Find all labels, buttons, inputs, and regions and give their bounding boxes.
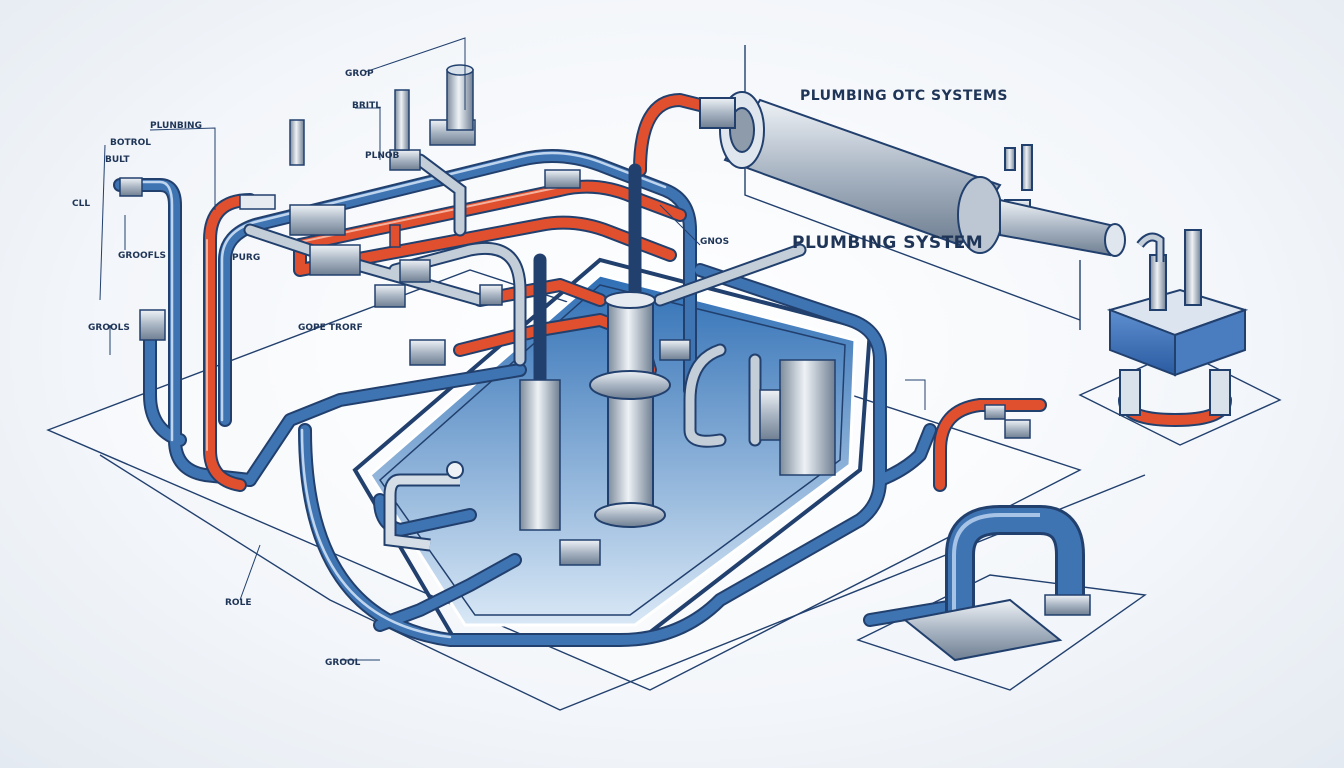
label-12: PLNOB [365, 151, 400, 161]
label-7: PURG [232, 253, 260, 263]
label-5: BRITL [352, 101, 381, 111]
diagram-title: PLUMBING SYSTEM [792, 233, 983, 253]
label-10: ROLE [225, 598, 251, 608]
label-4: BULT [105, 155, 130, 165]
label-6: GROOFLS [118, 251, 166, 261]
label-0: GROP [345, 69, 374, 79]
pump-unit [1106, 229, 1249, 416]
standpipe-top [446, 64, 474, 131]
label-13: GNOS [700, 237, 729, 247]
label-9: GROOLS [88, 323, 130, 333]
tank-u-pipe [383, 461, 464, 552]
blue-pipes [113, 149, 967, 647]
diagram-subtitle: PLUMBING OTC SYSTEMS [800, 88, 1008, 104]
label-3: CLL [72, 199, 90, 209]
arch-fixture [902, 505, 1091, 662]
label-1: BOTROL [110, 138, 151, 148]
label-8: GOPE TRORF [298, 323, 363, 333]
leader-lines [99, 37, 926, 661]
valves [119, 89, 1031, 566]
diagram-labels: PLUMBING SYSTEM PLUMBING OTC SYSTEMS GRO… [72, 69, 1008, 668]
label-2: PLUNBING [150, 121, 202, 131]
label-11: GROOL [325, 658, 361, 668]
water-heater-cylinder [699, 91, 1126, 257]
main-riser [519, 291, 671, 531]
